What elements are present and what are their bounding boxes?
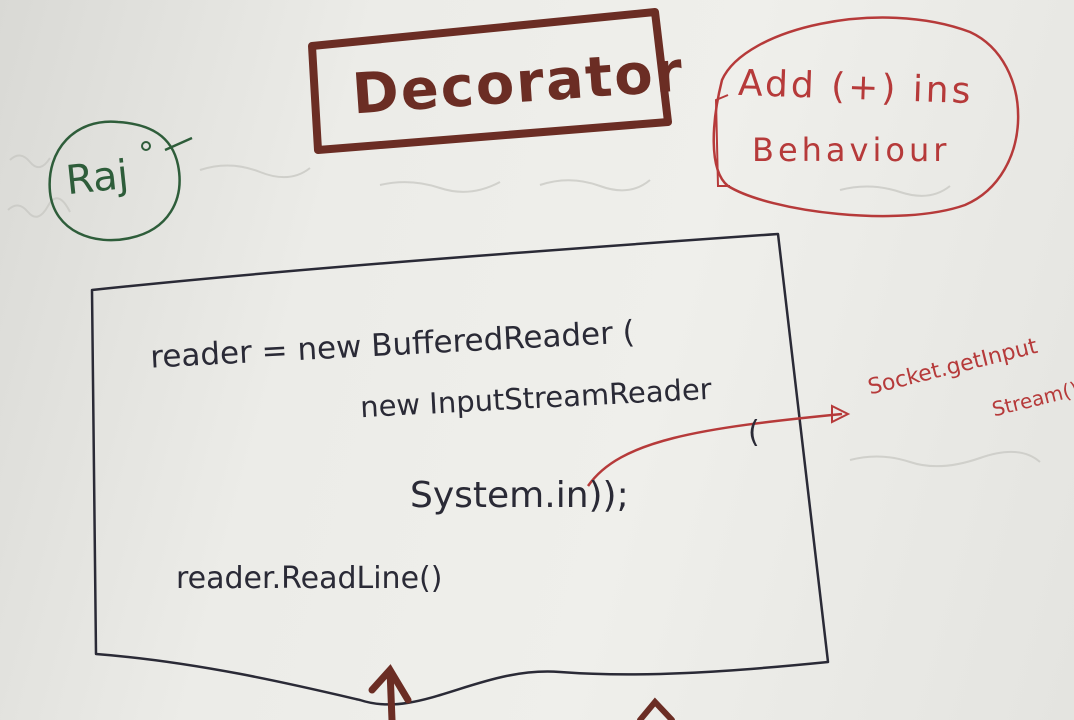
code-line-4: System.in)); bbox=[410, 475, 629, 516]
bubble-text-line1: Add (+) ins bbox=[737, 62, 975, 113]
title-box bbox=[308, 8, 672, 154]
author-circle-dot bbox=[141, 141, 151, 151]
code-frame bbox=[90, 232, 830, 706]
bottom-corner-mark bbox=[637, 697, 675, 720]
bubble-bracket bbox=[714, 94, 730, 187]
bleed-through-marks bbox=[7, 154, 1041, 468]
author-name: Raj bbox=[63, 151, 131, 205]
author-circle-tail bbox=[164, 136, 193, 152]
bottom-arrow-tip bbox=[368, 664, 412, 720]
bubble-text-line2: Behaviour bbox=[752, 131, 951, 169]
code-line-3: ( bbox=[748, 415, 760, 450]
redirect-arrow bbox=[586, 412, 843, 487]
code-line-5: reader.ReadLine() bbox=[176, 561, 443, 596]
behaviour-bubble bbox=[712, 16, 1020, 218]
redirect-arrowhead bbox=[831, 404, 851, 424]
